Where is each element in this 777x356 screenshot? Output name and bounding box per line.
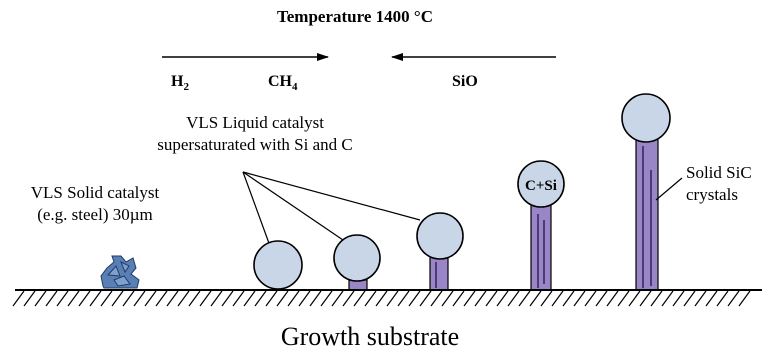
hatch-mark	[12, 290, 25, 307]
droplet-composition-label: C+Si	[525, 178, 557, 194]
hatch-mark	[408, 290, 421, 307]
ch4-label: CH4	[268, 73, 298, 93]
temperature-label: Temperature 1400 °C	[277, 7, 433, 26]
droplet-4	[517, 160, 565, 208]
hatch-mark	[727, 290, 740, 307]
hatch-mark	[430, 290, 443, 307]
solid-sic-label-line2: crystals	[686, 185, 738, 204]
hatch-mark	[23, 290, 36, 307]
crystal-streaks	[435, 146, 652, 288]
hatch-mark	[254, 290, 267, 307]
hatch-mark	[342, 290, 355, 307]
droplet-5	[621, 93, 671, 143]
hatch-mark	[56, 290, 69, 307]
hatch-mark	[496, 290, 509, 307]
hatch-mark	[287, 290, 300, 307]
substrate-hatching	[12, 290, 751, 307]
hatch-mark	[155, 290, 168, 307]
hatch-mark	[375, 290, 388, 307]
hatch-mark	[639, 290, 652, 307]
hatch-mark	[34, 290, 47, 307]
droplet-2	[333, 234, 381, 282]
hatch-mark	[672, 290, 685, 307]
hatch-mark	[441, 290, 454, 307]
hatch-mark	[89, 290, 102, 307]
hatch-mark	[166, 290, 179, 307]
crystal-stem-3	[429, 254, 449, 291]
hatch-mark	[100, 290, 113, 307]
vls-solid-catalyst-label-line1: VLS Solid catalyst	[31, 183, 160, 202]
hatch-mark	[210, 290, 223, 307]
hatch-mark	[562, 290, 575, 307]
droplet-3	[416, 212, 464, 260]
hatch-mark	[386, 290, 399, 307]
hatch-mark	[628, 290, 641, 307]
hatch-mark	[133, 290, 146, 307]
hatch-mark	[650, 290, 663, 307]
hatch-mark	[199, 290, 212, 307]
vls-liquid-catalyst-label-line2: supersaturated with Si and C	[157, 135, 352, 154]
hatch-mark	[474, 290, 487, 307]
crystal-stems	[348, 133, 659, 291]
hatch-mark	[353, 290, 366, 307]
hatch-mark	[309, 290, 322, 307]
hatch-mark	[122, 290, 135, 307]
liquid-droplets	[253, 93, 671, 290]
hatch-mark	[595, 290, 608, 307]
hatch-mark	[243, 290, 256, 307]
hatch-mark	[606, 290, 619, 307]
hatch-mark	[397, 290, 410, 307]
sic-pointer-line	[655, 177, 683, 201]
hatch-mark	[661, 290, 674, 307]
hatch-mark	[683, 290, 696, 307]
hatch-mark	[716, 290, 729, 307]
sio-label: SiO	[452, 73, 478, 90]
hatch-mark	[584, 290, 597, 307]
hatch-mark	[298, 290, 311, 307]
crystal-stem-4	[530, 204, 552, 291]
hatch-mark	[419, 290, 432, 307]
hatch-mark	[232, 290, 245, 307]
hatch-mark	[364, 290, 377, 307]
hatch-mark	[78, 290, 91, 307]
hatch-mark	[320, 290, 333, 307]
hatch-mark	[331, 290, 344, 307]
hatch-mark	[276, 290, 289, 307]
hatch-mark	[540, 290, 553, 307]
hatch-mark	[529, 290, 542, 307]
hatch-mark	[705, 290, 718, 307]
hatch-mark	[177, 290, 190, 307]
droplet-1	[253, 240, 303, 290]
solid-catalyst-particle	[100, 255, 140, 289]
hatch-mark	[518, 290, 531, 307]
hatch-mark	[573, 290, 586, 307]
solid-sic-label-line1: Solid SiC	[686, 163, 752, 182]
hatch-mark	[111, 290, 124, 307]
hatch-mark	[188, 290, 201, 307]
vls-liquid-catalyst-label-line1: VLS Liquid catalyst	[186, 113, 324, 132]
hatch-mark	[617, 290, 630, 307]
growth-substrate-label: Growth substrate	[281, 322, 459, 351]
hatch-mark	[507, 290, 520, 307]
h2-label: H2	[171, 73, 189, 93]
pointer-lines	[242, 171, 421, 247]
hatch-mark	[45, 290, 58, 307]
hatch-mark	[144, 290, 157, 307]
crystal-stem-5	[635, 133, 659, 291]
hatch-mark	[67, 290, 80, 307]
hatch-mark	[738, 290, 751, 307]
vls-solid-catalyst-label-line2: (e.g. steel) 30µm	[37, 205, 153, 224]
hatch-mark	[463, 290, 476, 307]
hatch-mark	[694, 290, 707, 307]
hatch-mark	[452, 290, 465, 307]
hatch-mark	[265, 290, 278, 307]
hatch-mark	[551, 290, 564, 307]
hatch-mark	[221, 290, 234, 307]
hatch-mark	[485, 290, 498, 307]
